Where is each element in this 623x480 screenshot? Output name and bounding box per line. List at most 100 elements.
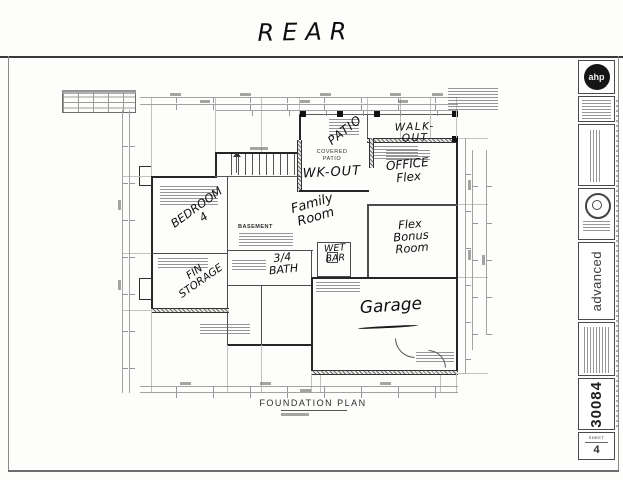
- extension-line: [151, 97, 152, 176]
- titleblock-stamp-box: [578, 188, 615, 240]
- wall-segment: [151, 176, 217, 178]
- note-text: [416, 352, 454, 364]
- wall-segment: [367, 204, 369, 279]
- patio-post: [452, 136, 458, 142]
- fineprint-text: [584, 327, 609, 373]
- note-text: [239, 233, 293, 247]
- foundation-wall: [311, 370, 458, 375]
- dimension-text: [240, 93, 251, 96]
- page-border-bottom: [8, 470, 619, 472]
- extension-line: [311, 373, 312, 393]
- stamp-seal-icon: [585, 193, 611, 219]
- extension-line: [151, 310, 152, 393]
- wall-segment: [215, 152, 301, 154]
- dimension-line: [140, 386, 458, 392]
- window-well: [139, 278, 152, 300]
- dimension-text: [468, 180, 471, 190]
- note-text: [386, 150, 430, 160]
- sheet-label: SHEET: [588, 435, 605, 440]
- note-text: [329, 119, 359, 135]
- dimension-line: [122, 110, 128, 393]
- foundation-wall: [369, 138, 374, 168]
- wet-bar-sink: [327, 252, 338, 263]
- stamp-text: [583, 221, 610, 231]
- wall-segment: [367, 204, 458, 206]
- extension-line: [261, 345, 262, 393]
- dimension-text: [250, 147, 268, 150]
- wall-segment: [151, 176, 153, 310]
- wall-segment: [456, 138, 458, 374]
- note-text: [232, 260, 266, 270]
- dimension-text: [432, 93, 443, 96]
- stair-arrow-icon: [233, 152, 241, 157]
- plan-caption: FOUNDATION PLAN: [259, 398, 367, 408]
- page-border-left: [8, 56, 9, 471]
- wall-segment: [311, 277, 313, 373]
- extension-line: [122, 310, 151, 311]
- extension-line: [400, 97, 401, 138]
- dimension-line: [140, 104, 458, 110]
- logo-text: ahp: [588, 72, 605, 82]
- room-label-basement: BASEMENT: [238, 224, 273, 230]
- stamp-seal-inner: [592, 200, 602, 210]
- dimension-text: [118, 280, 121, 290]
- dimension-text: [320, 93, 331, 96]
- view-title: REAR: [257, 17, 355, 47]
- wall-segment: [367, 114, 368, 141]
- stairs: [231, 154, 295, 175]
- extension-line: [456, 373, 457, 393]
- note-text: [158, 258, 208, 270]
- sheet-divider: [585, 442, 608, 443]
- extension-line: [440, 375, 441, 393]
- firm-name: advanced: [589, 250, 604, 312]
- wall-segment: [311, 250, 312, 285]
- project-name-text: [590, 130, 602, 182]
- dimension-text: [300, 389, 311, 392]
- wall-segment: [151, 253, 228, 254]
- titleblock-job-box: 30084: [578, 378, 615, 430]
- extension-line: [215, 97, 216, 152]
- dimension-text: [380, 382, 391, 385]
- dimension-text: [398, 100, 408, 103]
- dimension-text: [170, 93, 181, 96]
- room-label-wk-out: WK-OUT: [302, 163, 362, 182]
- extension-line: [430, 97, 431, 138]
- room-label-garage: Garage: [359, 293, 423, 319]
- titleblock-project-box: [578, 124, 615, 186]
- margin-text: [616, 100, 618, 430]
- dimension-text: [482, 255, 485, 265]
- extension-line: [458, 373, 488, 374]
- wall-segment: [215, 176, 301, 177]
- titleblock-fineprint-box: [578, 322, 615, 376]
- titleblock-logo-box: ahp: [578, 60, 615, 94]
- note-text: [160, 186, 218, 206]
- schedule-table-header: [62, 90, 136, 94]
- title-rule: [0, 56, 623, 58]
- ahp-logo-icon: ahp: [583, 64, 610, 90]
- dimension-line: [140, 392, 458, 398]
- wall-segment: [311, 277, 457, 279]
- extension-line: [122, 253, 151, 254]
- room-label-family-room: Family Room: [289, 190, 336, 230]
- titleblock-sheet-box: SHEET 4: [578, 432, 615, 460]
- foundation-wall: [367, 138, 458, 143]
- dimension-line: [472, 150, 478, 350]
- plan-scale-text: [281, 413, 309, 416]
- dimension-line: [486, 150, 492, 335]
- wall-segment: [299, 190, 369, 192]
- page-border-right: [618, 56, 619, 471]
- plan-caption-underline: [281, 410, 347, 411]
- dimension-text: [118, 200, 121, 210]
- dimension-text: [200, 100, 210, 103]
- dimension-text: [260, 382, 271, 385]
- curved-wall: [395, 338, 415, 358]
- note-text: [448, 88, 498, 112]
- wall-segment: [261, 285, 262, 345]
- room-label-office-flex: OFFICE Flex: [385, 154, 430, 185]
- extension-line: [261, 97, 262, 152]
- dimension-text: [468, 250, 471, 260]
- foundation-wall: [297, 140, 302, 192]
- note-text: [200, 324, 250, 334]
- room-label-flex-bonus: Flex Bonus Room: [392, 216, 430, 257]
